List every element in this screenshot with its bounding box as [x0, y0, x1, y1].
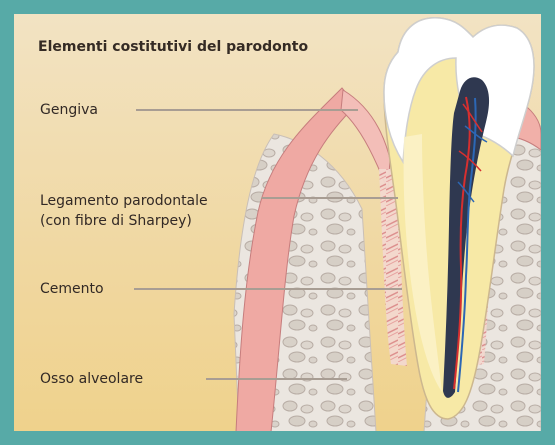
- label-gengiva: Gengiva: [40, 100, 98, 120]
- label-legamento-line-1: Legamento parodontale: [40, 191, 208, 211]
- label-legamento-parodontale: Legamento parodontale (con fibre di Shar…: [40, 191, 208, 231]
- diagram-panel: Elementi costitutivi del parodonto Gengi…: [14, 14, 541, 431]
- label-legamento-line-2: (con fibre di Sharpey): [40, 211, 208, 231]
- label-osso-alveolare: Osso alveolare: [40, 369, 143, 389]
- label-cemento: Cemento: [40, 279, 104, 299]
- diagram-title: Elementi costitutivi del parodonto: [38, 39, 308, 55]
